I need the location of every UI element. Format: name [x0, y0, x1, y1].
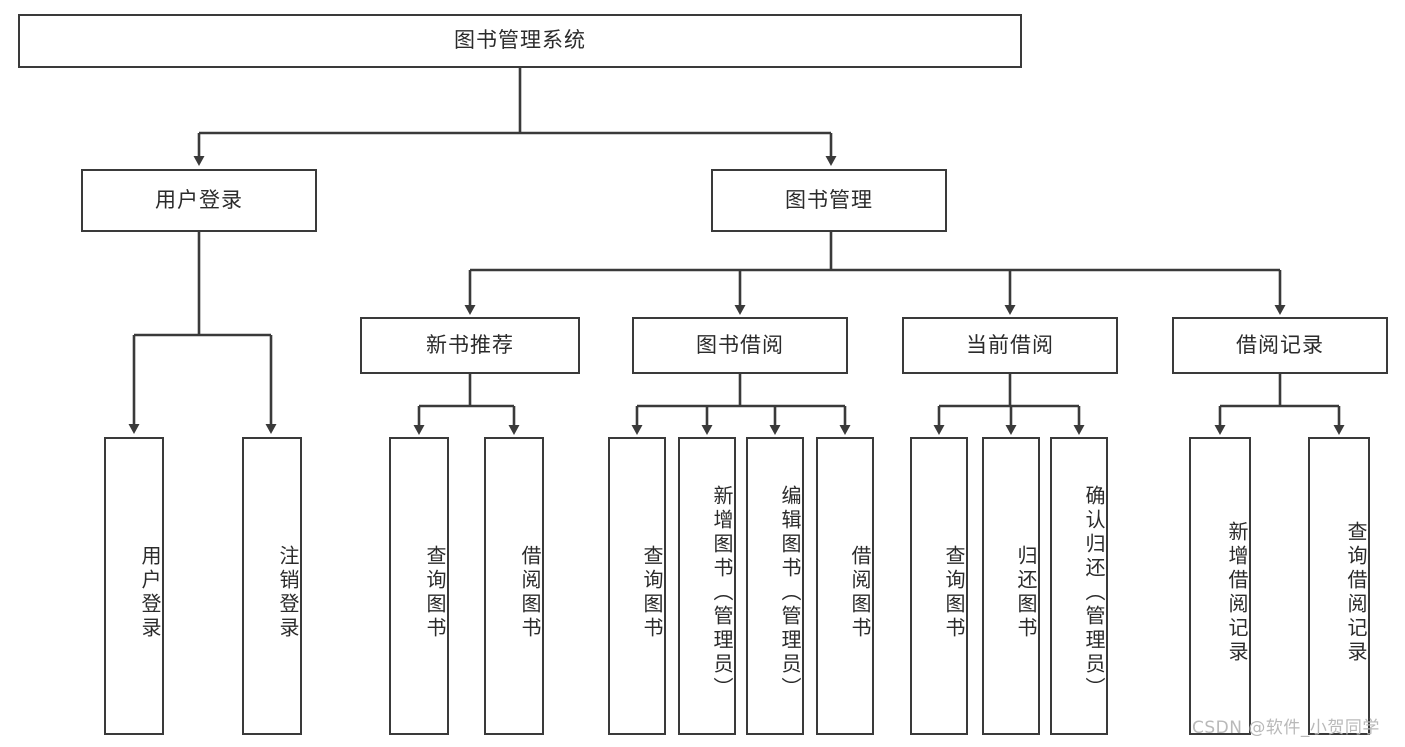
- node-new-book-recommend[interactable]: 新书推荐: [360, 317, 580, 374]
- leaf-logout[interactable]: 注销登录: [242, 437, 302, 735]
- leaf-borrow-book[interactable]: 借阅图书: [816, 437, 874, 735]
- leaf-user-login[interactable]: 用户登录: [104, 437, 164, 735]
- node-current-borrow[interactable]: 当前借阅: [902, 317, 1118, 374]
- leaf-query-borrow-record[interactable]: 查询借阅记录: [1308, 437, 1370, 735]
- leaf-add-borrow-record[interactable]: 新增借阅记录: [1189, 437, 1251, 735]
- node-book-management[interactable]: 图书管理: [711, 169, 947, 232]
- node-book-borrow[interactable]: 图书借阅: [632, 317, 848, 374]
- node-root[interactable]: 图书管理系统: [18, 14, 1022, 68]
- csdn-watermark: CSDN @软件_小贺同学: [1192, 718, 1380, 738]
- leaf-edit-book-admin[interactable]: 编辑图书（管理员）: [746, 437, 804, 735]
- node-borrow-records[interactable]: 借阅记录: [1172, 317, 1388, 374]
- node-user-login[interactable]: 用户登录: [81, 169, 317, 232]
- leaf-return-book[interactable]: 归还图书: [982, 437, 1040, 735]
- leaf-query-book-borrow[interactable]: 查询图书: [608, 437, 666, 735]
- leaf-add-book-admin[interactable]: 新增图书（管理员）: [678, 437, 736, 735]
- leaf-query-book-recommend[interactable]: 查询图书: [389, 437, 449, 735]
- leaf-query-book-current[interactable]: 查询图书: [910, 437, 968, 735]
- leaf-borrow-book-recommend[interactable]: 借阅图书: [484, 437, 544, 735]
- leaf-confirm-return-admin[interactable]: 确认归还（管理员）: [1050, 437, 1108, 735]
